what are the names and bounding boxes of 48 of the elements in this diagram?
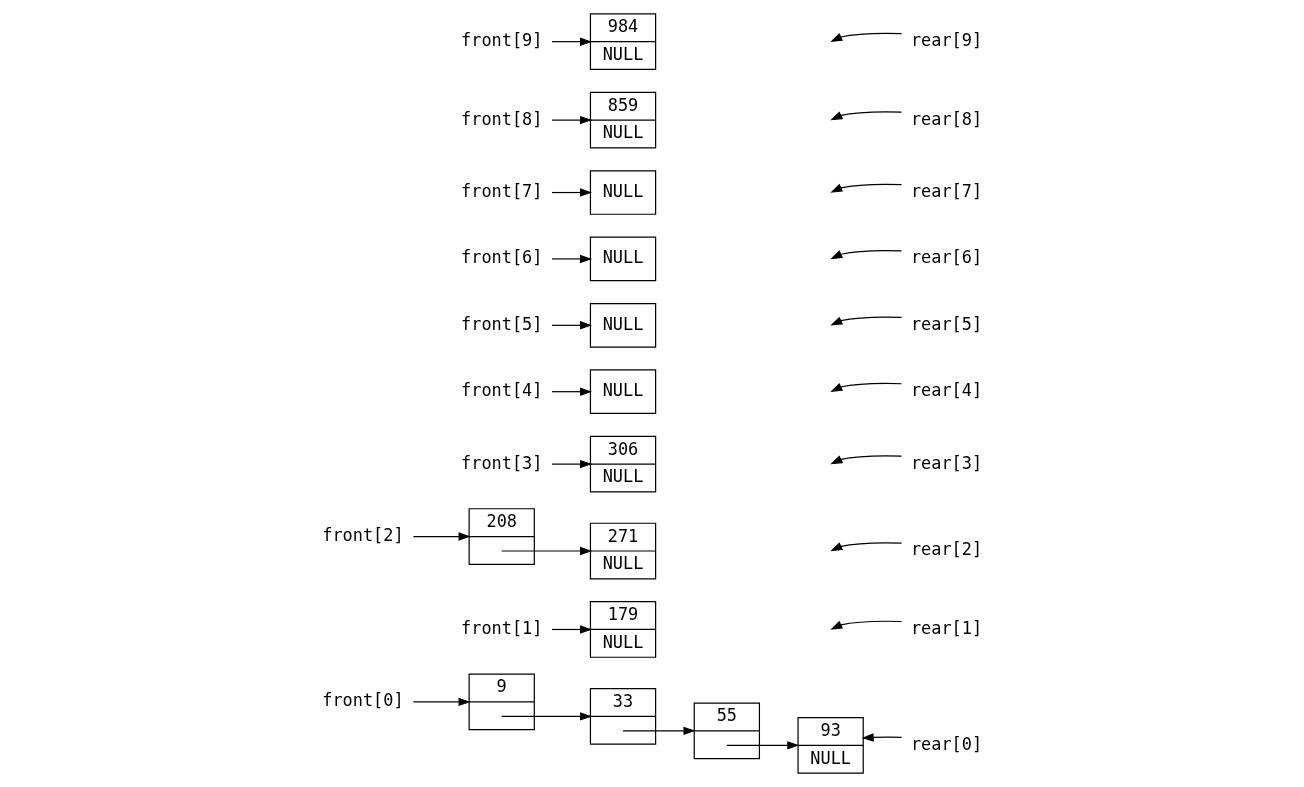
arrow bbox=[830, 455, 903, 465]
arrow bbox=[551, 37, 593, 46]
arrow bbox=[830, 250, 903, 260]
arrow bbox=[551, 625, 593, 634]
arrow bbox=[830, 183, 903, 193]
node-text: front[4] bbox=[461, 380, 543, 401]
node-text: rear[3] bbox=[910, 452, 983, 473]
arrow bbox=[726, 741, 800, 750]
arrow bbox=[551, 321, 593, 330]
node-text: front[1] bbox=[461, 617, 543, 638]
arrow bbox=[861, 733, 903, 742]
arrow bbox=[830, 620, 903, 630]
node-text: front[2] bbox=[322, 525, 404, 545]
arrow bbox=[501, 546, 593, 556]
arrow bbox=[830, 111, 903, 121]
node-text: rear[9] bbox=[910, 30, 983, 51]
arrow bbox=[622, 726, 696, 736]
node-text: rear[0] bbox=[910, 733, 983, 754]
arrow bbox=[830, 316, 903, 326]
node-text: front[7] bbox=[461, 181, 543, 201]
arrow bbox=[551, 188, 593, 197]
arrow bbox=[501, 712, 593, 721]
arrow bbox=[830, 382, 903, 392]
node-text: front[3] bbox=[461, 452, 543, 473]
node-text: front[6] bbox=[461, 247, 543, 268]
node-text: rear[7] bbox=[910, 181, 983, 201]
node-text: rear[4] bbox=[910, 380, 983, 401]
arrow bbox=[551, 254, 593, 264]
node-box: NULL bbox=[589, 236, 657, 282]
node-text: front[5] bbox=[461, 313, 543, 334]
arrow bbox=[551, 387, 593, 396]
node-text: front[9] bbox=[461, 30, 543, 51]
node-text: rear[1] bbox=[910, 617, 983, 638]
arrow bbox=[551, 459, 593, 469]
node-box: NULL bbox=[589, 170, 657, 215]
node-box: NULL bbox=[589, 302, 657, 348]
node-text: front[0] bbox=[322, 690, 404, 711]
node-text: rear[6] bbox=[910, 247, 983, 268]
node-text: rear[5] bbox=[910, 313, 983, 334]
arrow bbox=[830, 542, 903, 552]
node-text: rear[8] bbox=[910, 108, 983, 129]
arrow bbox=[412, 697, 471, 707]
node-text: front[8] bbox=[461, 108, 543, 129]
arrow bbox=[830, 32, 903, 42]
arrow bbox=[551, 115, 593, 125]
arrow bbox=[412, 532, 471, 541]
node-box: NULL bbox=[589, 369, 657, 415]
node-text: rear[2] bbox=[910, 539, 983, 560]
